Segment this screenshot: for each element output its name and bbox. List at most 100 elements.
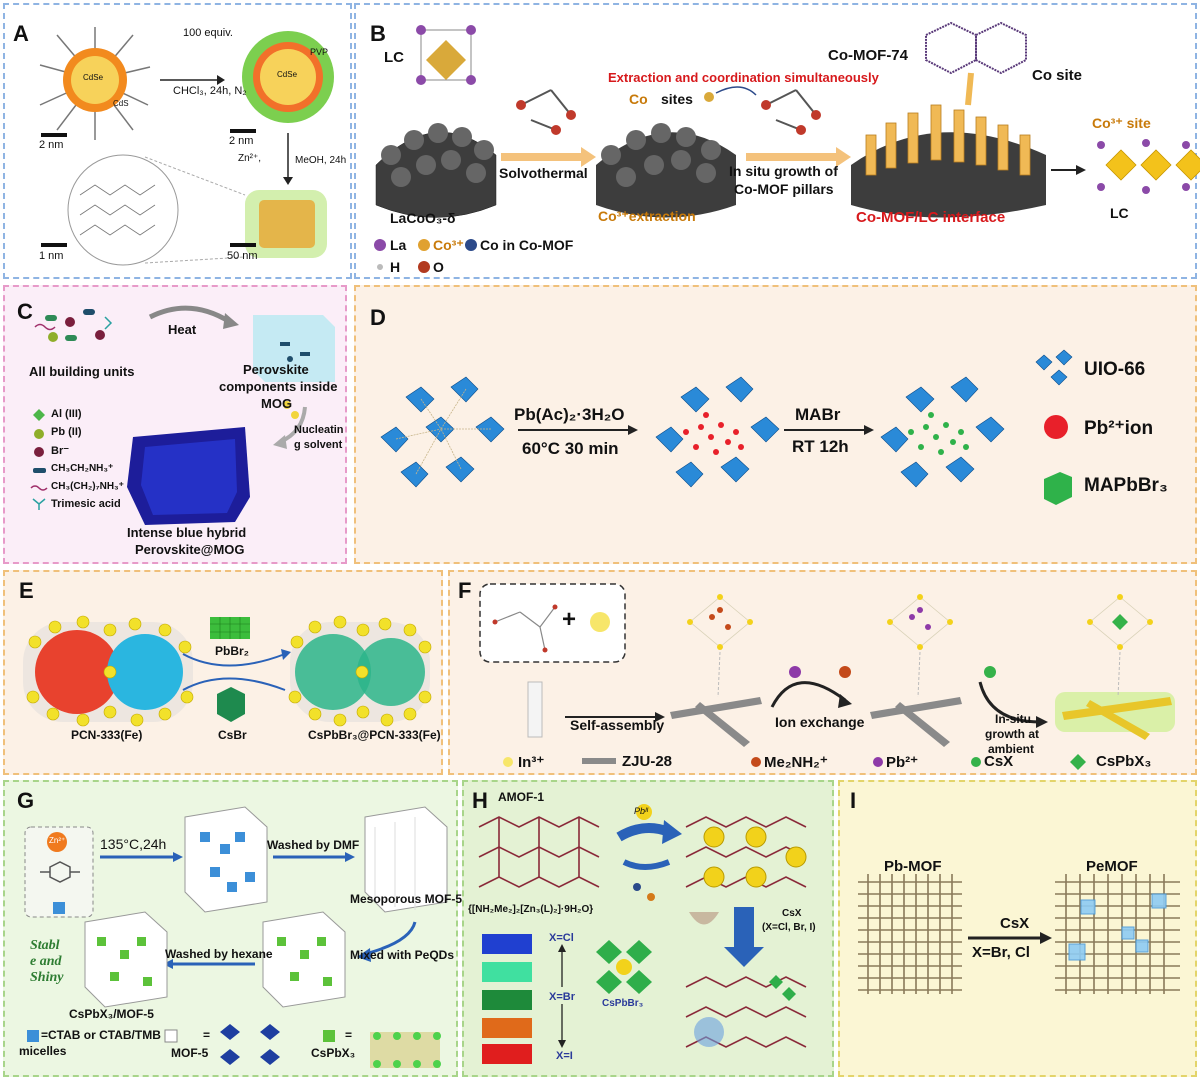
c-leg-ethyl: CH₃CH₂NH₃⁺ xyxy=(51,463,114,474)
c-leg-al: Al (III) xyxy=(51,408,82,420)
panel-c-graphic xyxy=(30,305,335,525)
b-leg-la: La xyxy=(390,237,407,253)
cdse-label-2: CdSe xyxy=(277,70,298,79)
b-insitu-1: In situ growth of xyxy=(729,163,838,179)
b-leg-h: H xyxy=(390,259,401,275)
h-csx-1: CsX xyxy=(782,908,802,919)
c-heat: Heat xyxy=(168,322,197,337)
panel-c: C All building units Heat Perovskite com… xyxy=(3,285,347,564)
c-hybrid-1: Intense blue hybrid xyxy=(127,525,247,540)
f-plus: + xyxy=(562,606,577,633)
h-x-cl: X=Cl xyxy=(549,932,574,944)
b-extraction-title: Extraction and coordination simultaneous… xyxy=(608,70,879,85)
b-lacoo: LaCoO₃-δ xyxy=(390,210,456,226)
scale-a1: 2 nm xyxy=(39,139,64,151)
f-insitu-2: growth at xyxy=(985,727,1039,741)
b-co-sites-2: sites xyxy=(661,91,693,107)
panel-d-label: D xyxy=(370,305,386,330)
panel-b-graphic xyxy=(374,21,1200,273)
zn-label: Zn²⁺, xyxy=(238,153,262,164)
b-co-site: Co site xyxy=(1032,67,1083,84)
f-leg-me2nh2: Me₂NH₂⁺ xyxy=(764,754,828,771)
panel-b-label: B xyxy=(370,21,386,46)
h-x-br: X=Br xyxy=(549,991,575,1003)
b-lc2: LC xyxy=(1110,205,1129,221)
h-formula: {[NH₂Me₂]₂[Zn₃(L)₂]·9H₂O} xyxy=(468,904,594,915)
g-leg-eq2: = xyxy=(345,1028,353,1042)
d-step1-bottom: 60°C 30 min xyxy=(522,439,619,458)
pvp-label: PVP xyxy=(310,47,329,57)
g-stable-1: Stabl xyxy=(30,938,60,953)
i-xbrcl: X=Br, Cl xyxy=(972,944,1030,961)
g-stable-2: e and xyxy=(30,954,62,969)
panel-g-graphic xyxy=(24,806,448,1068)
e-product: CsPbBr₃@PCN-333(Fe) xyxy=(308,728,441,742)
scale-a2: 2 nm xyxy=(229,135,254,147)
scale-a3: 1 nm xyxy=(39,250,64,262)
c-perov-2: components inside xyxy=(219,379,338,394)
b-co-sites-1: Co xyxy=(629,91,648,107)
i-pbmof: Pb-MOF xyxy=(884,858,942,875)
c-leg-br: Br⁻ xyxy=(51,445,70,457)
g-leg-cspb: CsPbX₃ xyxy=(311,1046,356,1060)
panel-i-graphic xyxy=(858,874,1180,994)
g-leg-ctab-2: micelles xyxy=(19,1044,67,1058)
e-pbbr2: PbBr₂ xyxy=(215,644,250,658)
b-solvothermal: Solvothermal xyxy=(499,165,588,181)
f-insitu-3: ambient xyxy=(988,742,1035,756)
g-leg-mof: MOF-5 xyxy=(171,1046,209,1060)
reagent-label: 100 equiv. xyxy=(183,27,233,39)
c-nucl-1: Nucleatin xyxy=(294,424,344,436)
c-leg-octyl: CH₃(CH₂)₇NH₃⁺ xyxy=(51,481,124,492)
b-co3-extraction: Co³⁺extraction xyxy=(598,208,696,224)
d-step2-top: MABr xyxy=(795,405,841,424)
d-leg-mapbbr3: MAPbBr₃ xyxy=(1084,475,1168,496)
panel-d: D xyxy=(354,285,1197,564)
h-cspbbr3: CsPbBr₃ xyxy=(602,998,644,1009)
panel-f: F xyxy=(448,570,1197,775)
g-leg-ctab-1: =CTAB or CTAB/TMB xyxy=(41,1028,161,1042)
h-amof: AMOF-1 xyxy=(498,790,544,804)
d-leg-uio: UIO-66 xyxy=(1084,359,1146,380)
g-mixed: Mixed with PeQDs xyxy=(350,948,455,962)
b-lc-label: LC xyxy=(384,49,404,66)
d-step1-top: Pb(Ac)₂·3H₂O xyxy=(514,405,625,424)
scale-a4: 50 nm xyxy=(227,250,258,262)
b-leg-comof: Co in Co-MOF xyxy=(480,237,574,253)
meoh-label: MeOH, 24h xyxy=(295,155,347,166)
c-nucl-2: g solvent xyxy=(294,439,343,451)
panel-i-label: I xyxy=(850,788,857,813)
panel-f-graphic xyxy=(479,583,1175,770)
c-perov-3: MOG xyxy=(261,396,293,411)
f-self-assembly: Self-assembly xyxy=(570,717,665,733)
g-product: CsPbX₃/MOF-5 xyxy=(69,1007,154,1021)
b-insitu-2: Co-MOF pillars xyxy=(734,181,834,197)
i-csx: CsX xyxy=(1000,915,1030,932)
c-leg-pb: Pb (II) xyxy=(51,426,82,438)
f-leg-csx: CsX xyxy=(984,753,1014,770)
d-leg-pb: Pb²⁺ion xyxy=(1084,418,1154,439)
d-step2-bottom: RT 12h xyxy=(792,437,849,456)
panel-a: A 100 xyxy=(3,3,352,279)
panel-d-graphic xyxy=(380,349,1073,505)
panel-e-label: E xyxy=(19,578,34,603)
c-hybrid-2: Perovskite@MOG xyxy=(135,542,245,557)
b-co3-site: Co³⁺ site xyxy=(1092,115,1151,131)
panel-c-label: C xyxy=(17,299,33,324)
conditions-label: CHCl₃, 24h, N₂ xyxy=(173,85,247,97)
cdse-label-1: CdSe xyxy=(83,73,104,82)
b-interface: Co-MOF/LC interface xyxy=(856,209,1006,226)
panel-h: H xyxy=(462,780,834,1077)
panel-f-label: F xyxy=(458,578,472,603)
e-csbr: CsBr xyxy=(218,728,247,742)
panel-g: G Zn²⁺ 135°C,24h xyxy=(3,780,462,1077)
panel-i: I Pb-MOF PeMOF CsX X=Br, Cl xyxy=(838,780,1197,1077)
g-meso: Mesoporous MOF-5 xyxy=(350,892,463,906)
g-step1: 135°C,24h xyxy=(100,836,167,852)
f-leg-cspbx3: CsPbX₃ xyxy=(1096,753,1152,770)
h-x-i: X=I xyxy=(556,1050,573,1062)
h-csx-2: (X=Cl, Br, I) xyxy=(762,922,816,933)
f-insitu-1: In-situ xyxy=(995,712,1031,726)
f-leg-in: In³⁺ xyxy=(518,754,545,771)
b-leg-co: Co³⁺ xyxy=(433,237,464,253)
